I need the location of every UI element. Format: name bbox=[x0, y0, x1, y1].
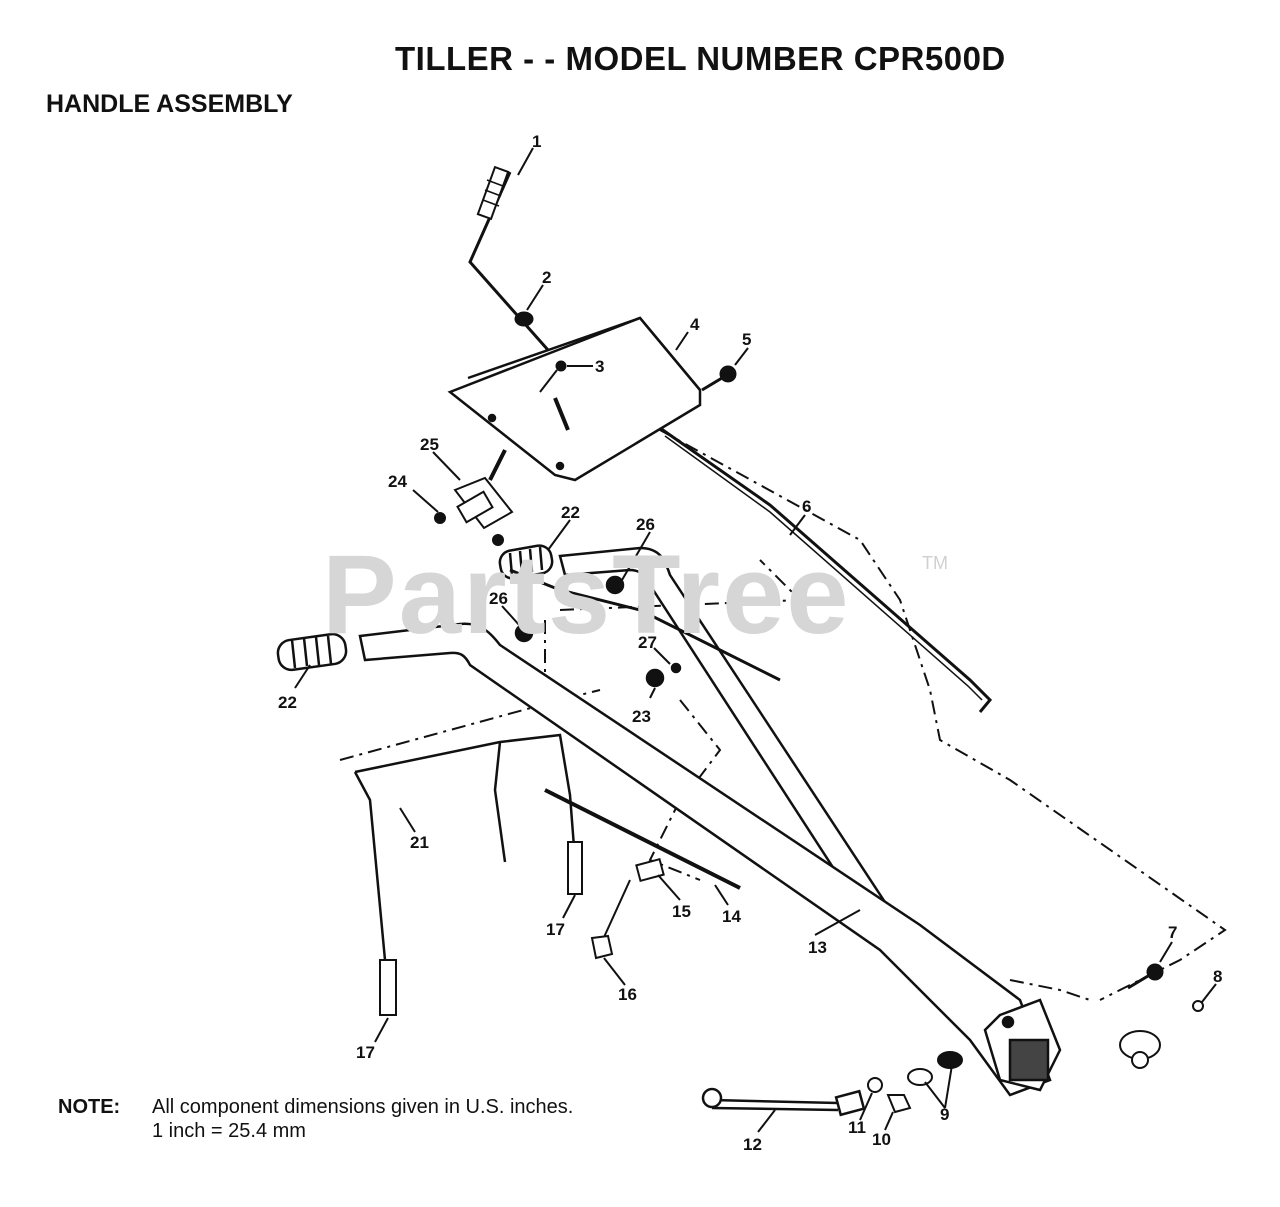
note-text-line2: 1 inch = 25.4 mm bbox=[152, 1120, 306, 1142]
callout-3: 3 bbox=[595, 357, 604, 376]
callout-12: 12 bbox=[743, 1135, 762, 1154]
callout-7: 7 bbox=[1168, 923, 1177, 942]
callout-8: 8 bbox=[1213, 967, 1222, 986]
callout-15: 15 bbox=[672, 902, 691, 921]
callout-14: 14 bbox=[722, 907, 741, 926]
hardware-9-10-11 bbox=[867, 1051, 963, 1114]
callout-27: 27 bbox=[638, 633, 657, 652]
callout-6: 6 bbox=[802, 497, 811, 516]
note-text-line1: All component dimensions given in U.S. i… bbox=[152, 1096, 574, 1118]
callout-1: 1 bbox=[532, 132, 541, 151]
callout-25: 25 bbox=[420, 435, 439, 454]
page-title: TILLER - - MODEL NUMBER CPR500D bbox=[395, 40, 1006, 77]
bolt-16 bbox=[590, 879, 631, 960]
callout-26a: 26 bbox=[636, 515, 655, 534]
control-panel bbox=[447, 316, 702, 482]
callout-17b: 17 bbox=[356, 1043, 375, 1062]
callout-26b: 26 bbox=[489, 589, 508, 608]
tiller-body-outline bbox=[339, 429, 1227, 1001]
section-title: HANDLE ASSEMBLY bbox=[46, 90, 293, 118]
support-rod bbox=[659, 426, 993, 713]
callout-17a: 17 bbox=[546, 920, 565, 939]
throttle-lever bbox=[468, 165, 550, 351]
callout-11: 11 bbox=[848, 1118, 866, 1137]
callout-labels: 1 2 3 4 5 6 7 8 9 10 11 12 13 14 15 16 1… bbox=[278, 132, 1222, 1154]
screw-3 bbox=[539, 360, 567, 393]
callout-21: 21 bbox=[410, 833, 429, 852]
callout-10: 10 bbox=[872, 1130, 891, 1149]
depth-bar bbox=[353, 733, 583, 1016]
callout-22a: 22 bbox=[561, 503, 580, 522]
nut-15 bbox=[635, 857, 665, 883]
spring-14 bbox=[544, 788, 741, 890]
leader-lines bbox=[294, 147, 1217, 1133]
callout-22b: 22 bbox=[278, 693, 297, 712]
callout-2: 2 bbox=[542, 268, 551, 287]
callout-5: 5 bbox=[742, 330, 751, 349]
callout-24: 24 bbox=[388, 472, 407, 491]
mounting-bracket bbox=[983, 998, 1062, 1092]
screw-5 bbox=[701, 365, 737, 392]
shift-rod bbox=[701, 1087, 866, 1117]
callout-9: 9 bbox=[940, 1105, 949, 1124]
callout-23: 23 bbox=[632, 707, 651, 726]
partstree-watermark: PartsTree bbox=[322, 532, 851, 657]
note-label: NOTE: bbox=[58, 1096, 121, 1118]
screw-7 bbox=[1127, 963, 1164, 990]
clip-8 bbox=[1119, 1000, 1204, 1069]
control-cable bbox=[509, 568, 781, 682]
callout-16: 16 bbox=[618, 985, 637, 1004]
trademark-symbol: TM bbox=[922, 553, 948, 573]
callout-13: 13 bbox=[808, 938, 827, 957]
main-handle bbox=[276, 622, 1052, 1097]
callout-4: 4 bbox=[690, 315, 700, 334]
clutch-bracket bbox=[434, 449, 514, 546]
